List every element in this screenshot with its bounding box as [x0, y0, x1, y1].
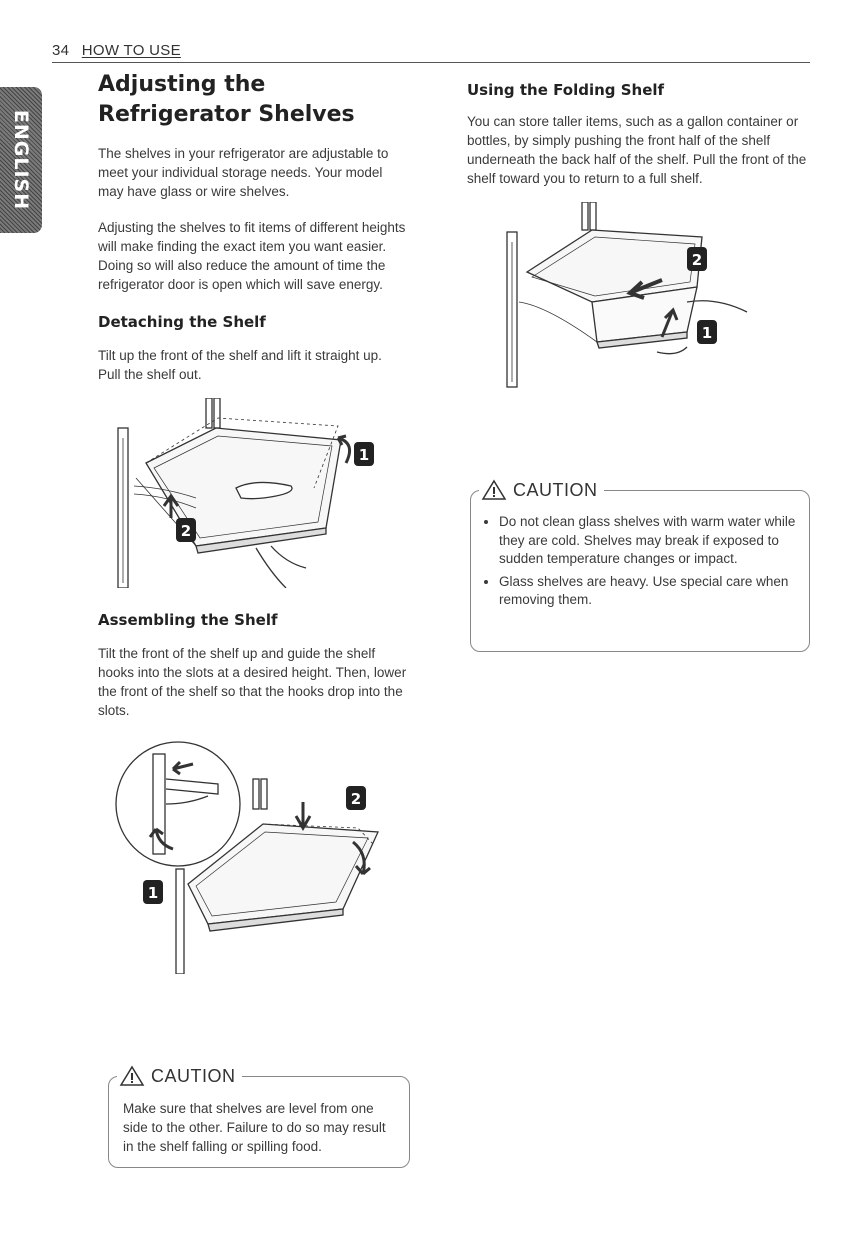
- caution-header: CAUTION: [117, 1065, 242, 1087]
- intro-paragraph-1: The shelves in your refrigerator are adj…: [98, 146, 389, 199]
- language-tab-label: ENGLISH: [10, 109, 32, 211]
- warning-triangle-icon: [481, 479, 507, 500]
- folding-shelf-text: You can store taller items, such as a ga…: [467, 114, 807, 186]
- page-header: 34 HOW TO USE: [52, 42, 810, 63]
- folding-step-1: 1: [702, 324, 712, 342]
- assembling-step-1: 1: [148, 884, 158, 902]
- intro-paragraph-2: Adjusting the shelves to fit items of di…: [98, 220, 406, 292]
- caution-header-glass: CAUTION: [479, 479, 604, 501]
- folding-step-2: 2: [692, 251, 702, 269]
- detaching-step-1: 1: [359, 446, 369, 464]
- folding-shelf-heading: Using the Folding Shelf: [467, 81, 665, 99]
- detaching-text: Tilt up the front of the shelf and lift …: [98, 348, 382, 382]
- section-title: HOW TO USE: [81, 42, 181, 59]
- detaching-shelf-illustration: 1 2: [117, 398, 374, 588]
- assembling-text: Tilt the front of the shelf up and guide…: [98, 646, 407, 718]
- caution-list: Do not clean glass shelves with warm wat…: [485, 513, 797, 610]
- left-column: Adjusting the Refrigerator Shelves The s…: [98, 70, 408, 974]
- caution-text: Make sure that shelves are level from on…: [123, 1101, 386, 1154]
- caution-item-heavy: Glass shelves are heavy. Use special car…: [499, 573, 797, 610]
- caution-box-glass: CAUTION Do not clean glass shelves with …: [470, 479, 810, 652]
- detaching-heading: Detaching the Shelf: [98, 313, 266, 331]
- caution-item-cleaning: Do not clean glass shelves with warm wat…: [499, 513, 797, 569]
- page-number: 34: [52, 42, 70, 59]
- detaching-step-badges: 1 2: [176, 442, 374, 542]
- assembling-shelf-illustration: 1 2: [115, 741, 379, 974]
- page-title: Adjusting the Refrigerator Shelves: [98, 72, 355, 127]
- caution-title-glass: CAUTION: [513, 479, 598, 500]
- folding-shelf-illustration: 2 1: [506, 202, 748, 388]
- assembling-step-badges: 1 2: [143, 786, 366, 904]
- folding-step-badges: 2 1: [687, 247, 717, 344]
- assembling-step-2: 2: [351, 790, 361, 808]
- warning-triangle-icon: [119, 1065, 145, 1086]
- language-tab: ENGLISH: [0, 87, 42, 233]
- caution-box-level: CAUTION Make sure that shelves are level…: [108, 1065, 410, 1168]
- caution-title: CAUTION: [151, 1065, 236, 1086]
- right-column: Using the Folding Shelf You can store ta…: [467, 80, 812, 392]
- assembling-heading: Assembling the Shelf: [98, 611, 278, 629]
- detaching-step-2: 2: [181, 522, 191, 540]
